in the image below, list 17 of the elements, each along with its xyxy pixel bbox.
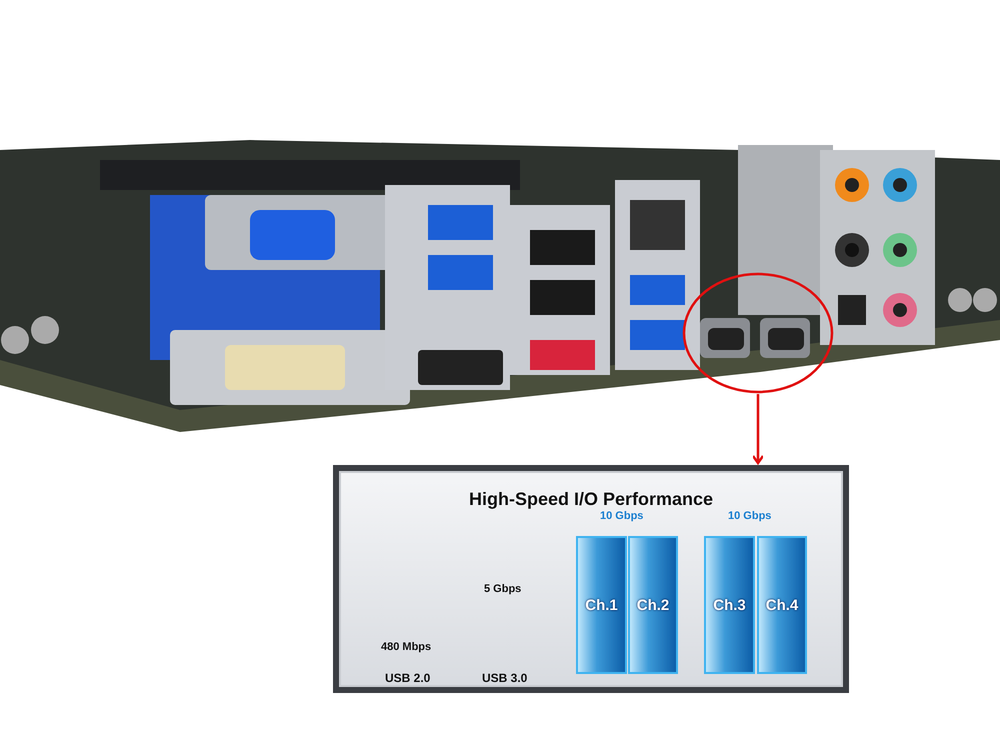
chart-bar: [704, 536, 755, 674]
chart-title: High-Speed I/O Performance: [468, 489, 714, 510]
chart-bar: [628, 536, 678, 674]
axis-label: USB 2.0: [385, 671, 430, 685]
chart-bar: [757, 536, 807, 674]
bar-label: Ch.2: [636, 596, 670, 614]
chart-bar: [576, 536, 627, 674]
value-label: 5 Gbps: [484, 583, 522, 595]
highlight-ellipse: [682, 272, 834, 394]
chart-panel: [333, 465, 849, 693]
bar-label: Ch.3: [713, 596, 746, 614]
value-label: 480 Mbps: [381, 641, 432, 653]
bar-label: Ch.4: [766, 596, 798, 614]
value-label: 10 Gbps: [600, 510, 644, 522]
axis-label: USB 3.0: [482, 671, 528, 685]
bar-label: Ch.1: [585, 596, 618, 614]
value-label: 10 Gbps: [728, 510, 772, 522]
